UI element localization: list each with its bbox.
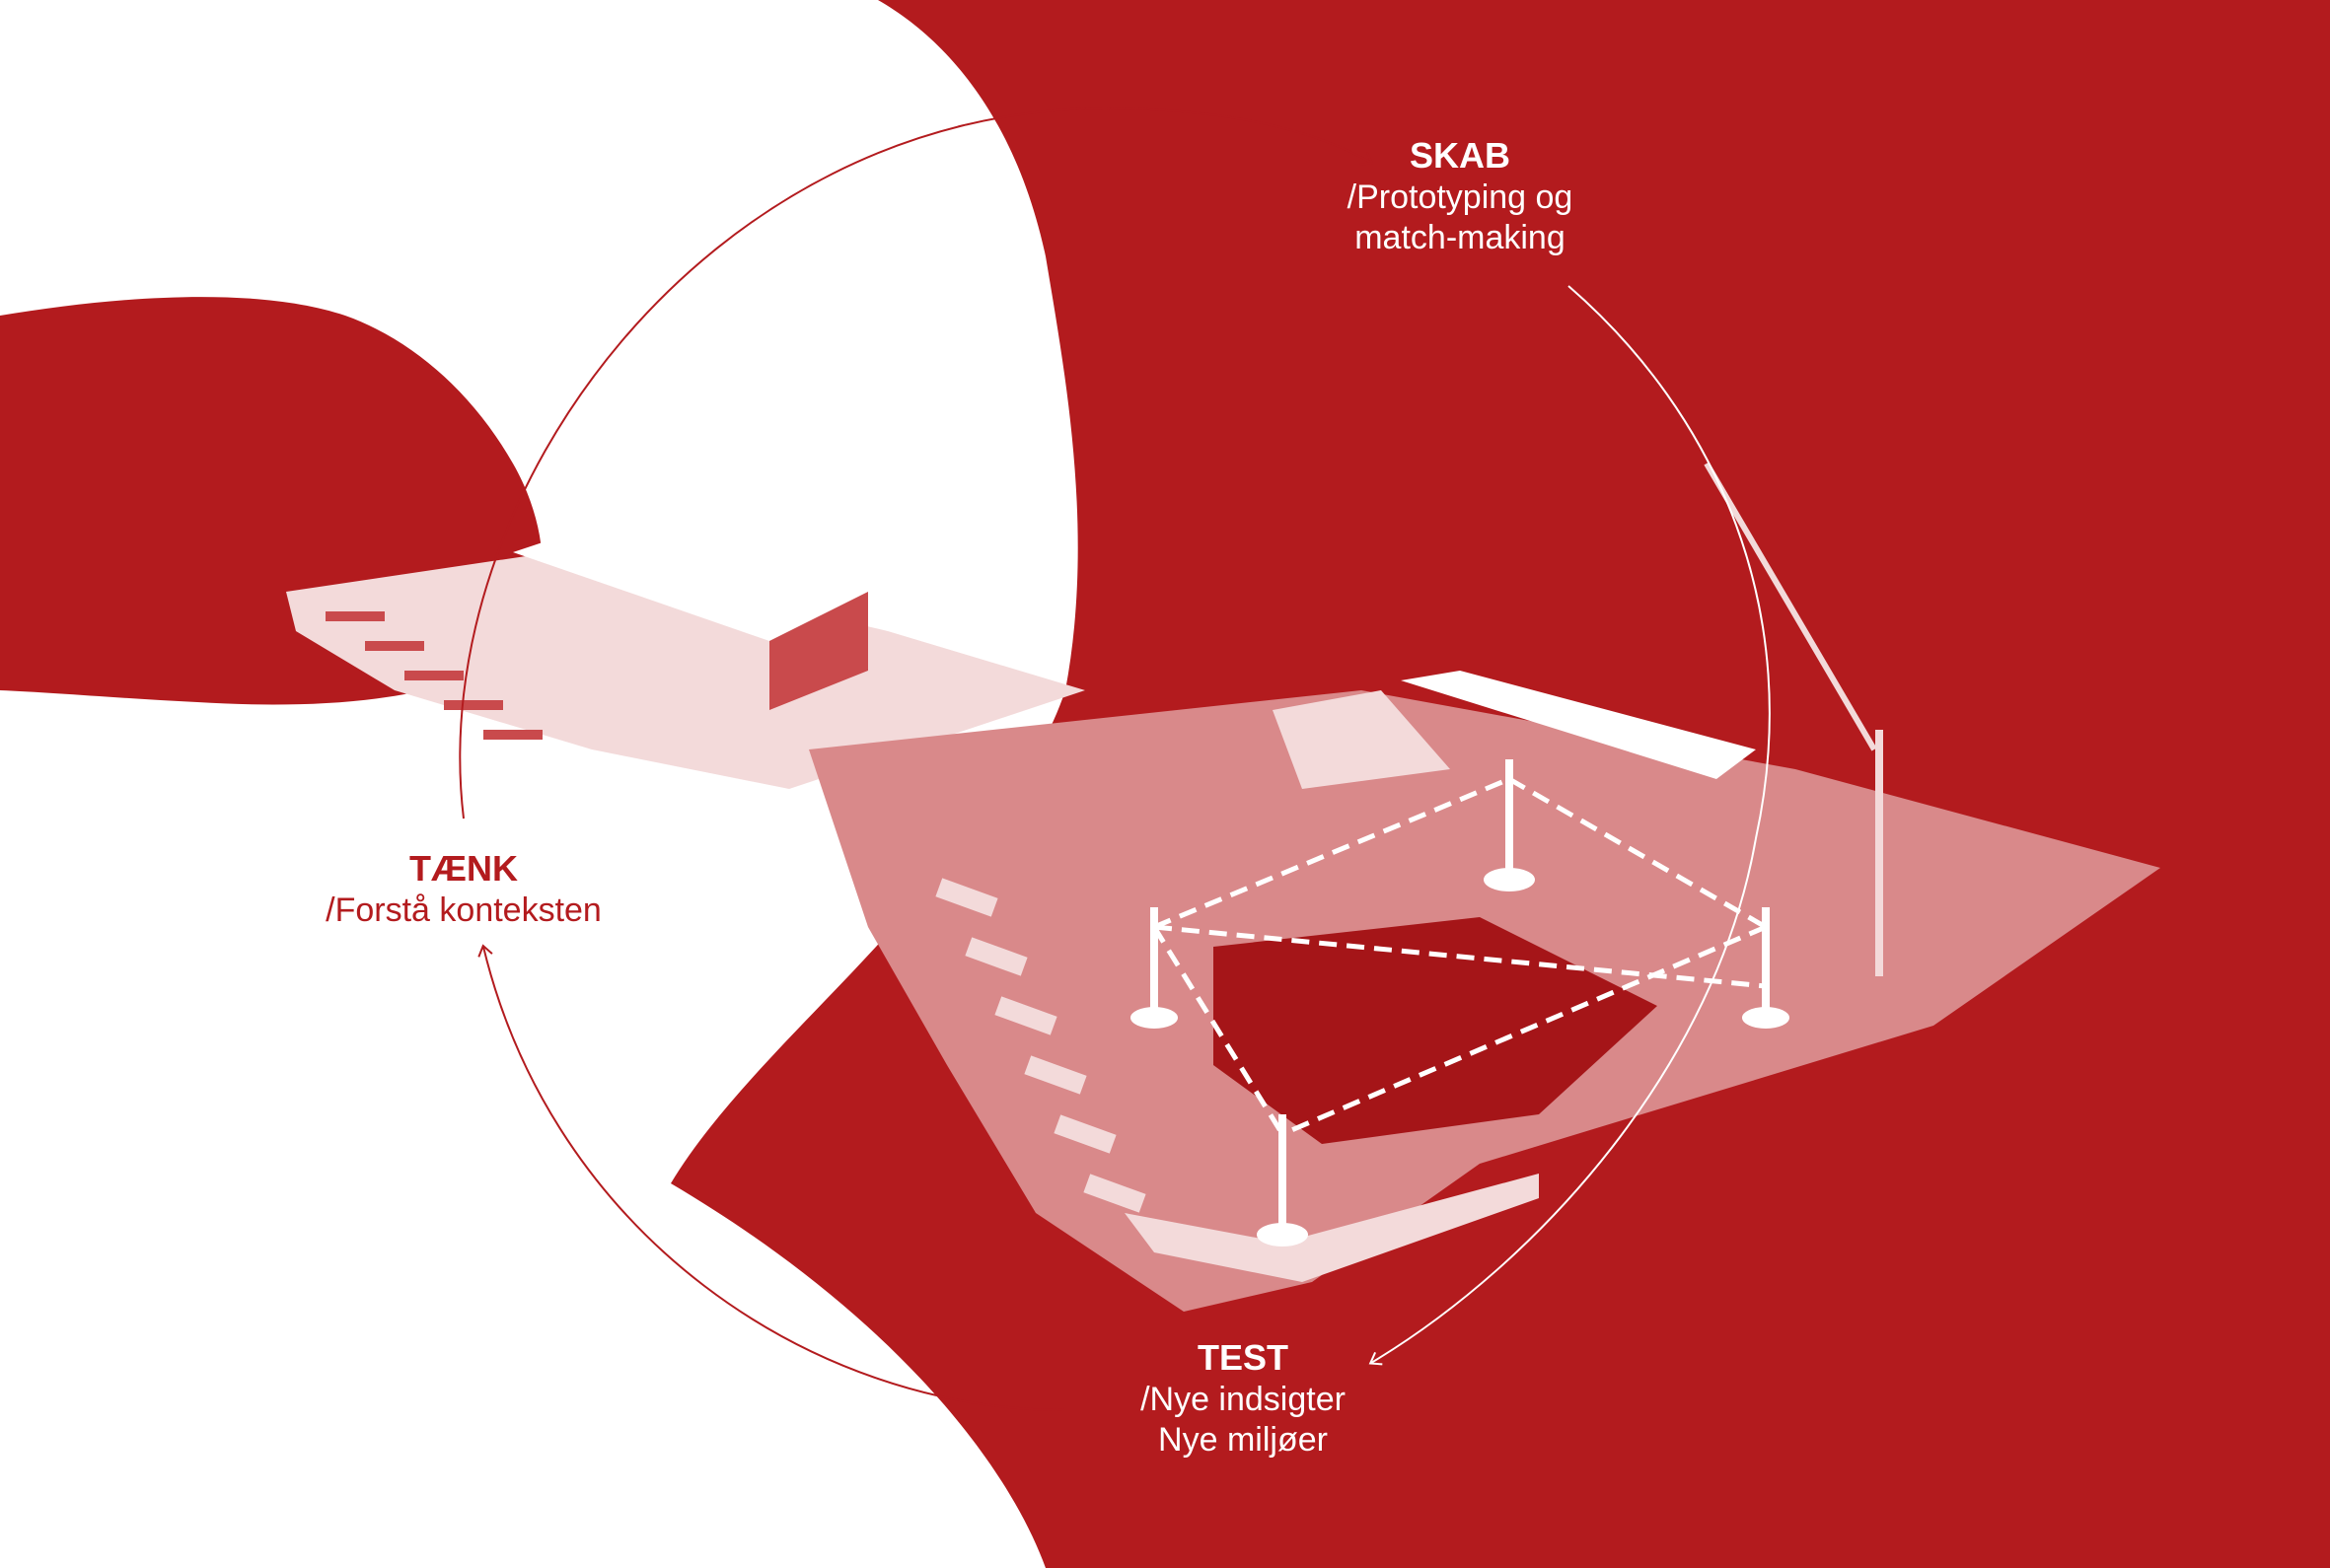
stage-desc-test-1: /Nye indsigter: [1140, 1380, 1346, 1418]
circular-arrow-cycle: [459, 107, 1771, 1411]
white-hook-shape: [533, 1170, 671, 1282]
arrow-skab-to-test: [1368, 285, 1771, 1366]
stage-desc-skab-2: match-making: [1354, 219, 1565, 257]
turbine-network: [1151, 776, 1768, 1137]
stage-desc-skab-1: /Prototyping og: [1347, 178, 1573, 216]
aerial-site-illustration: [286, 462, 2160, 1312]
stage-label-taenk: TÆNK /Forstå konteksten: [266, 847, 661, 931]
stage-title-skab: SKAB: [1409, 135, 1510, 176]
arrow-taenk-to-skab: [459, 107, 1374, 820]
stage-title-test: TEST: [1197, 1337, 1288, 1378]
arrow-test-to-taenk: [477, 944, 1066, 1411]
stage-label-test: TEST /Nye indsigter Nye miljøer: [1046, 1336, 1440, 1461]
stage-title-taenk: TÆNK: [409, 848, 518, 889]
stage-desc-test-2: Nye miljøer: [1158, 1421, 1328, 1460]
stage-desc-taenk-1: /Forstå konteksten: [326, 891, 602, 929]
stage-label-skab: SKAB /Prototyping og match-making: [1282, 134, 1638, 259]
wind-turbine-icon: [1130, 759, 1789, 1247]
